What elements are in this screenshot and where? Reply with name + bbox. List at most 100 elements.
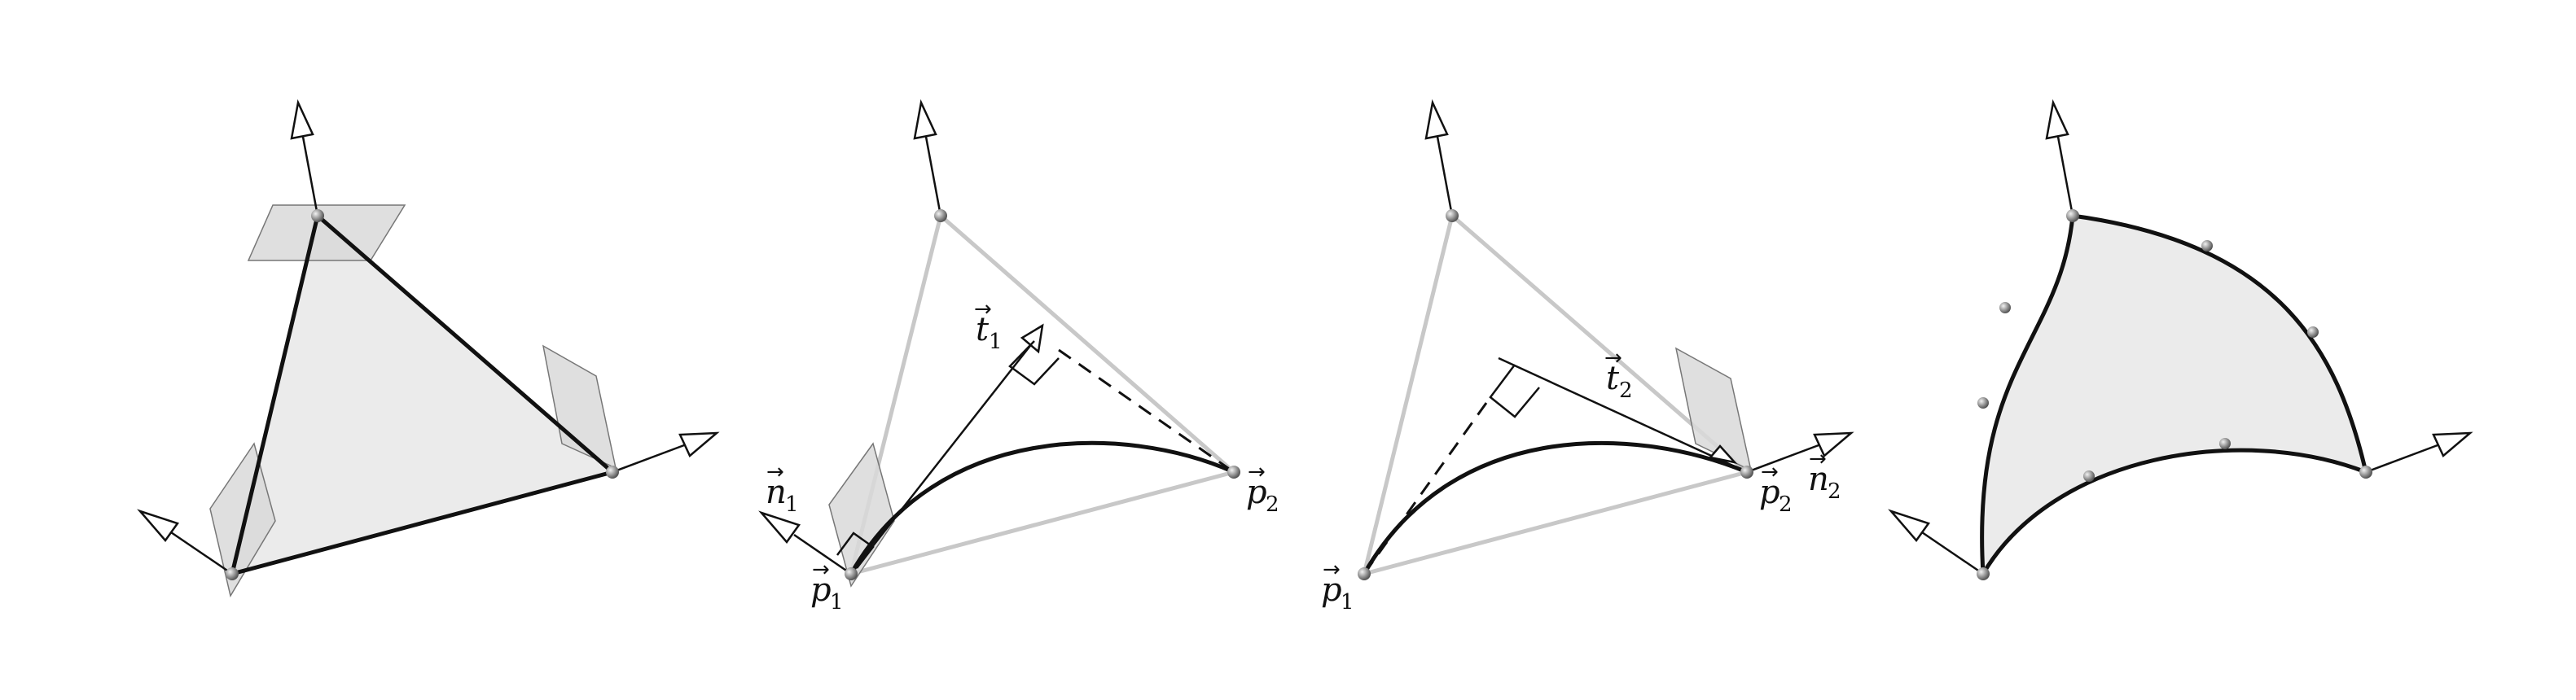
boundary-curve: [849, 440, 1235, 575]
label-base: n: [766, 474, 787, 511]
patch-edge-bottom: [1981, 448, 2367, 575]
tangent-vector-line: [850, 335, 1039, 575]
vertex-point: [606, 466, 619, 479]
label-n2: → n 2: [1808, 447, 1841, 504]
label-base: t: [976, 311, 990, 348]
normal-arrow-top-icon: [290, 98, 314, 140]
normal-line-top: [1436, 136, 1454, 217]
normal-line-p2: [1746, 444, 1819, 474]
normal-line-left: [1921, 531, 1984, 575]
normal-line-top: [924, 136, 942, 217]
vector-arrow-mark: →: [812, 558, 830, 582]
label-p1: → p 1: [810, 558, 844, 615]
tangent-plane-p1: [828, 442, 895, 588]
light-edge: [939, 214, 1235, 474]
normal-line-top: [301, 136, 319, 217]
panel-4: [1888, 98, 2473, 580]
dashed-projection: [1363, 402, 1488, 575]
vertex-point: [1227, 466, 1240, 479]
triangle-fill: [232, 216, 612, 574]
vertex-point: [2066, 209, 2079, 222]
label-base: n: [1808, 461, 1829, 498]
normal-arrow-top-icon: [913, 98, 937, 140]
vector-arrow-mark: →: [1248, 460, 1266, 484]
vertex-point: [226, 567, 239, 580]
triangle-edge-bottom: [231, 470, 613, 576]
label-p2: → p 2: [1759, 460, 1793, 517]
label-subscript: 2: [1828, 479, 1841, 504]
label-base: t: [1606, 360, 1620, 397]
curved-patch-fill: [1981, 216, 2366, 574]
label-p2: → p 2: [1246, 460, 1279, 517]
vertex-point: [845, 567, 858, 580]
control-point: [2307, 326, 2319, 338]
vertex-point: [311, 209, 324, 222]
vector-arrow-mark: →: [1761, 460, 1779, 484]
vertex-point: [934, 209, 947, 222]
label-subscript: 2: [1779, 492, 1793, 517]
normal-arrow-right-icon: [678, 431, 720, 458]
vertex-point: [1446, 209, 1459, 222]
control-point: [2201, 240, 2213, 252]
normal-line-right: [2365, 444, 2438, 474]
light-edge: [1362, 215, 1455, 575]
control-point: [2219, 438, 2231, 449]
control-point: [1999, 302, 2011, 313]
label-base: p: [1759, 474, 1780, 511]
vertex-point: [1358, 567, 1371, 580]
tangent-vector-line: [1498, 357, 1748, 474]
normal-arrow-p1-icon: [758, 510, 801, 545]
panel-1: [137, 98, 720, 597]
label-subscript: 2: [1266, 492, 1279, 517]
tangent-arrow-icon: [1020, 323, 1044, 354]
vertex-point: [1977, 567, 1990, 580]
normal-line-left: [170, 531, 233, 575]
label-subscript: 1: [1341, 590, 1354, 615]
normal-arrow-right-icon: [2432, 431, 2473, 458]
boundary-curve: [1362, 440, 1748, 575]
light-edge: [850, 470, 1235, 576]
label-base: p: [1246, 474, 1267, 511]
label-subscript: 1: [989, 330, 1003, 354]
label-subscript: 1: [830, 590, 844, 615]
label-base: p: [810, 571, 832, 609]
tangent-plane-top: [247, 204, 406, 261]
vertex-point: [2359, 466, 2372, 479]
normal-line-p1: [793, 533, 852, 575]
tangent-plane-left: [209, 442, 276, 597]
label-n1: → n 1: [766, 460, 799, 517]
vector-arrow-mark: →: [1809, 447, 1827, 471]
dashed-projection: [1058, 348, 1235, 474]
triangle-edge-right: [316, 214, 614, 474]
normal-arrow-p2-icon: [1813, 431, 1854, 458]
label-base: p: [1321, 571, 1342, 609]
vector-arrow-mark: →: [766, 460, 784, 484]
right-angle-marker: [836, 532, 875, 569]
control-point: [2083, 470, 2095, 482]
normal-arrow-left-icon: [137, 509, 180, 543]
tangent-arrow-icon: [1708, 444, 1738, 464]
label-subscript: 1: [785, 492, 799, 517]
vertex-point: [1740, 466, 1753, 479]
normal-arrow-top-icon: [2045, 98, 2069, 140]
vector-arrow-mark: →: [974, 297, 992, 322]
patch-edge-left: [1980, 215, 2075, 575]
light-edge: [1363, 470, 1748, 576]
triangle-edge-left: [230, 215, 320, 575]
control-point: [1977, 397, 1989, 409]
normal-line-top: [2056, 136, 2074, 217]
panel-3: → t 2 → p 1 → p 2 → n 2: [1321, 98, 1854, 615]
vector-arrow-mark: →: [1323, 558, 1341, 582]
label-p1: → p 1: [1321, 558, 1354, 615]
patch-edge-right: [2072, 213, 2368, 473]
normal-arrow-top-icon: [1424, 98, 1449, 140]
vector-arrow-mark: →: [1604, 346, 1622, 370]
label-subscript: 2: [1619, 378, 1633, 403]
right-angle-marker: [1489, 364, 1540, 418]
label-t1: → t 1: [974, 297, 1003, 354]
normal-line-right: [612, 444, 685, 474]
normal-arrow-left-icon: [1888, 509, 1931, 543]
panel-2: → n 1 → t 1 → p 1 → p 2: [758, 98, 1279, 615]
